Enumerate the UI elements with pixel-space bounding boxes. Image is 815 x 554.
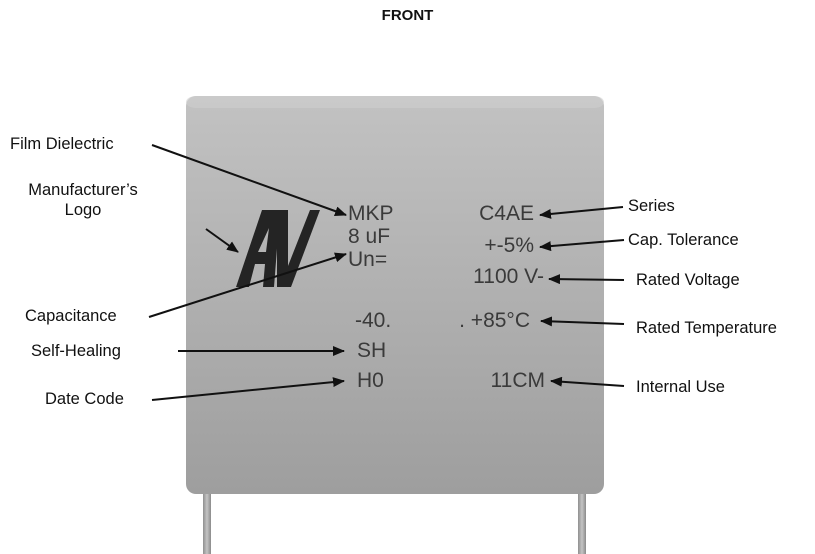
label-manufacturer-logo: Manufacturer’s Logo [28,181,138,219]
arrow-film-dielectric [151,144,347,216]
label-self-healing: Self-Healing [31,342,121,360]
arrow-cap-tolerance [539,239,625,252]
arrow-date-code [151,377,345,401]
arrow-rated-temperature [540,316,625,327]
print-capacitance: 8 uF [348,225,391,248]
arrow-series [539,206,624,219]
arrow-manufacturer-logo [205,228,239,253]
arrow-capacitance [148,252,347,318]
label-cap-tolerance: Cap. Tolerance [628,231,739,249]
av-logo-icon [236,210,320,287]
print-date-code: H0 [357,369,384,392]
label-rated-voltage: Rated Voltage [636,271,740,289]
label-capacitance: Capacitance [25,307,117,325]
arrow-internal-use [550,376,625,387]
print-series: C4AE [479,202,534,225]
print-min-temp: -40. [355,309,392,332]
left-lead [203,490,211,554]
label-date-code: Date Code [45,390,124,408]
print-sh: SH [357,339,387,362]
print-voltage: 1100 V- [473,265,544,288]
capacitor-body [186,96,604,494]
print-max-temp: . +85°C [459,309,530,332]
diagram-title: FRONT [381,7,434,24]
print-internal: 11CM [490,369,545,392]
right-lead [578,490,586,554]
arrow-rated-voltage [548,274,625,285]
label-series: Series [628,197,675,215]
label-internal-use: Internal Use [636,378,725,396]
label-rated-temperature: Rated Temperature [636,319,777,337]
label-film-dielectric: Film Dielectric [10,135,114,153]
print-tolerance: +-5% [484,234,534,257]
print-un: Un= [348,248,388,271]
print-mkp: MKP [348,202,394,225]
